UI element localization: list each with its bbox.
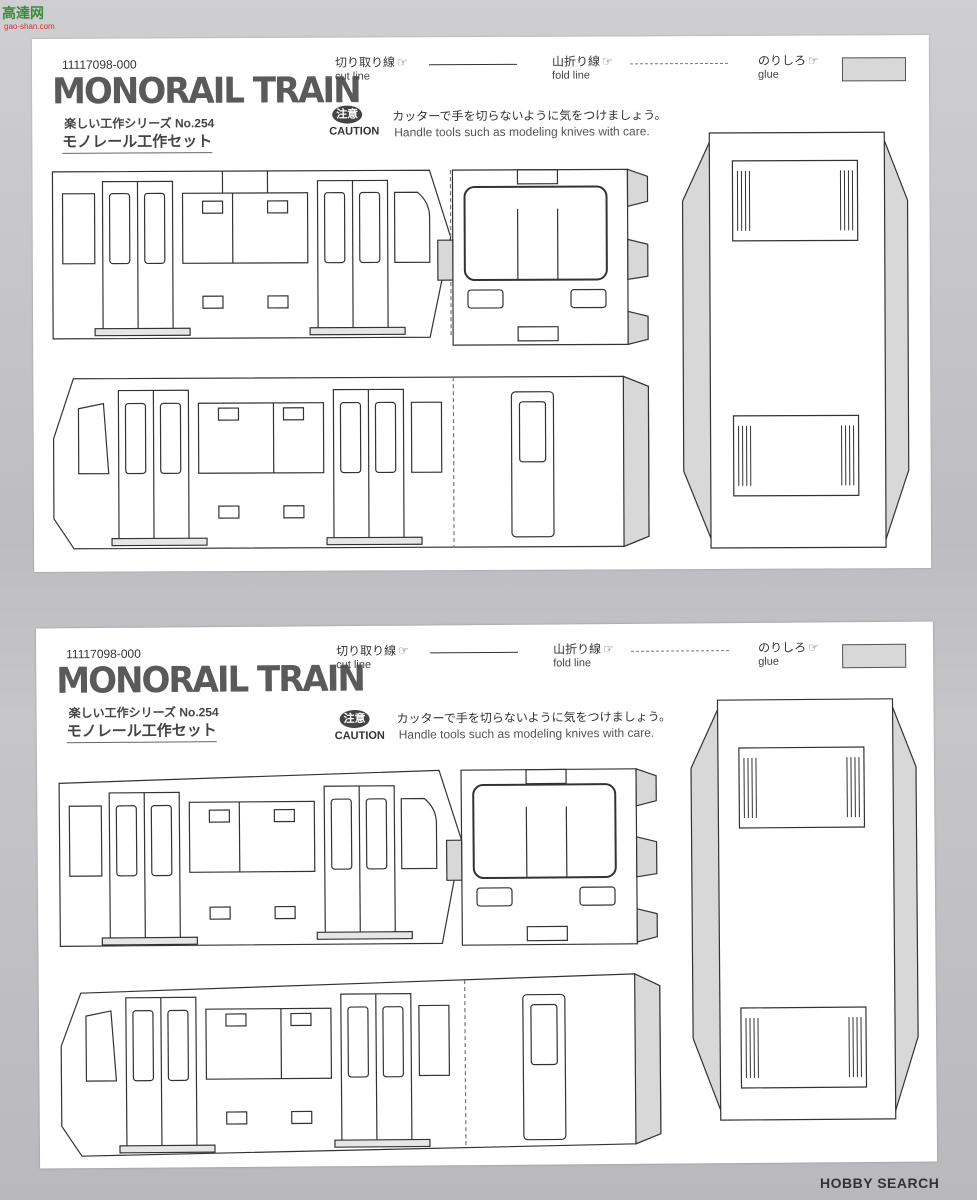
side-panel-upper: [51, 169, 452, 340]
front-face-upper: [445, 767, 658, 946]
side-panel-lower: [52, 375, 650, 550]
roof-panel: [690, 698, 919, 1121]
watermark-domain: gao-shan.com: [4, 22, 55, 31]
train-parts-diagram: [51, 131, 910, 550]
side-panel-upper: [58, 769, 463, 947]
footer-brand: HOBBY SEARCH: [820, 1175, 940, 1191]
roof-panel: [681, 131, 910, 549]
train-parts-diagram: [58, 698, 919, 1157]
watermark-text: 高達网: [2, 5, 44, 21]
side-panel-lower: [60, 972, 662, 1157]
craft-sheet-2: 11117098-000 MONORAIL TRAIN 楽しい工作シリーズ No…: [35, 621, 938, 1169]
craft-sheet-1: 11117098-000 MONORAIL TRAIN 楽しい工作シリーズ No…: [31, 35, 932, 572]
front-face-upper: [437, 168, 649, 346]
